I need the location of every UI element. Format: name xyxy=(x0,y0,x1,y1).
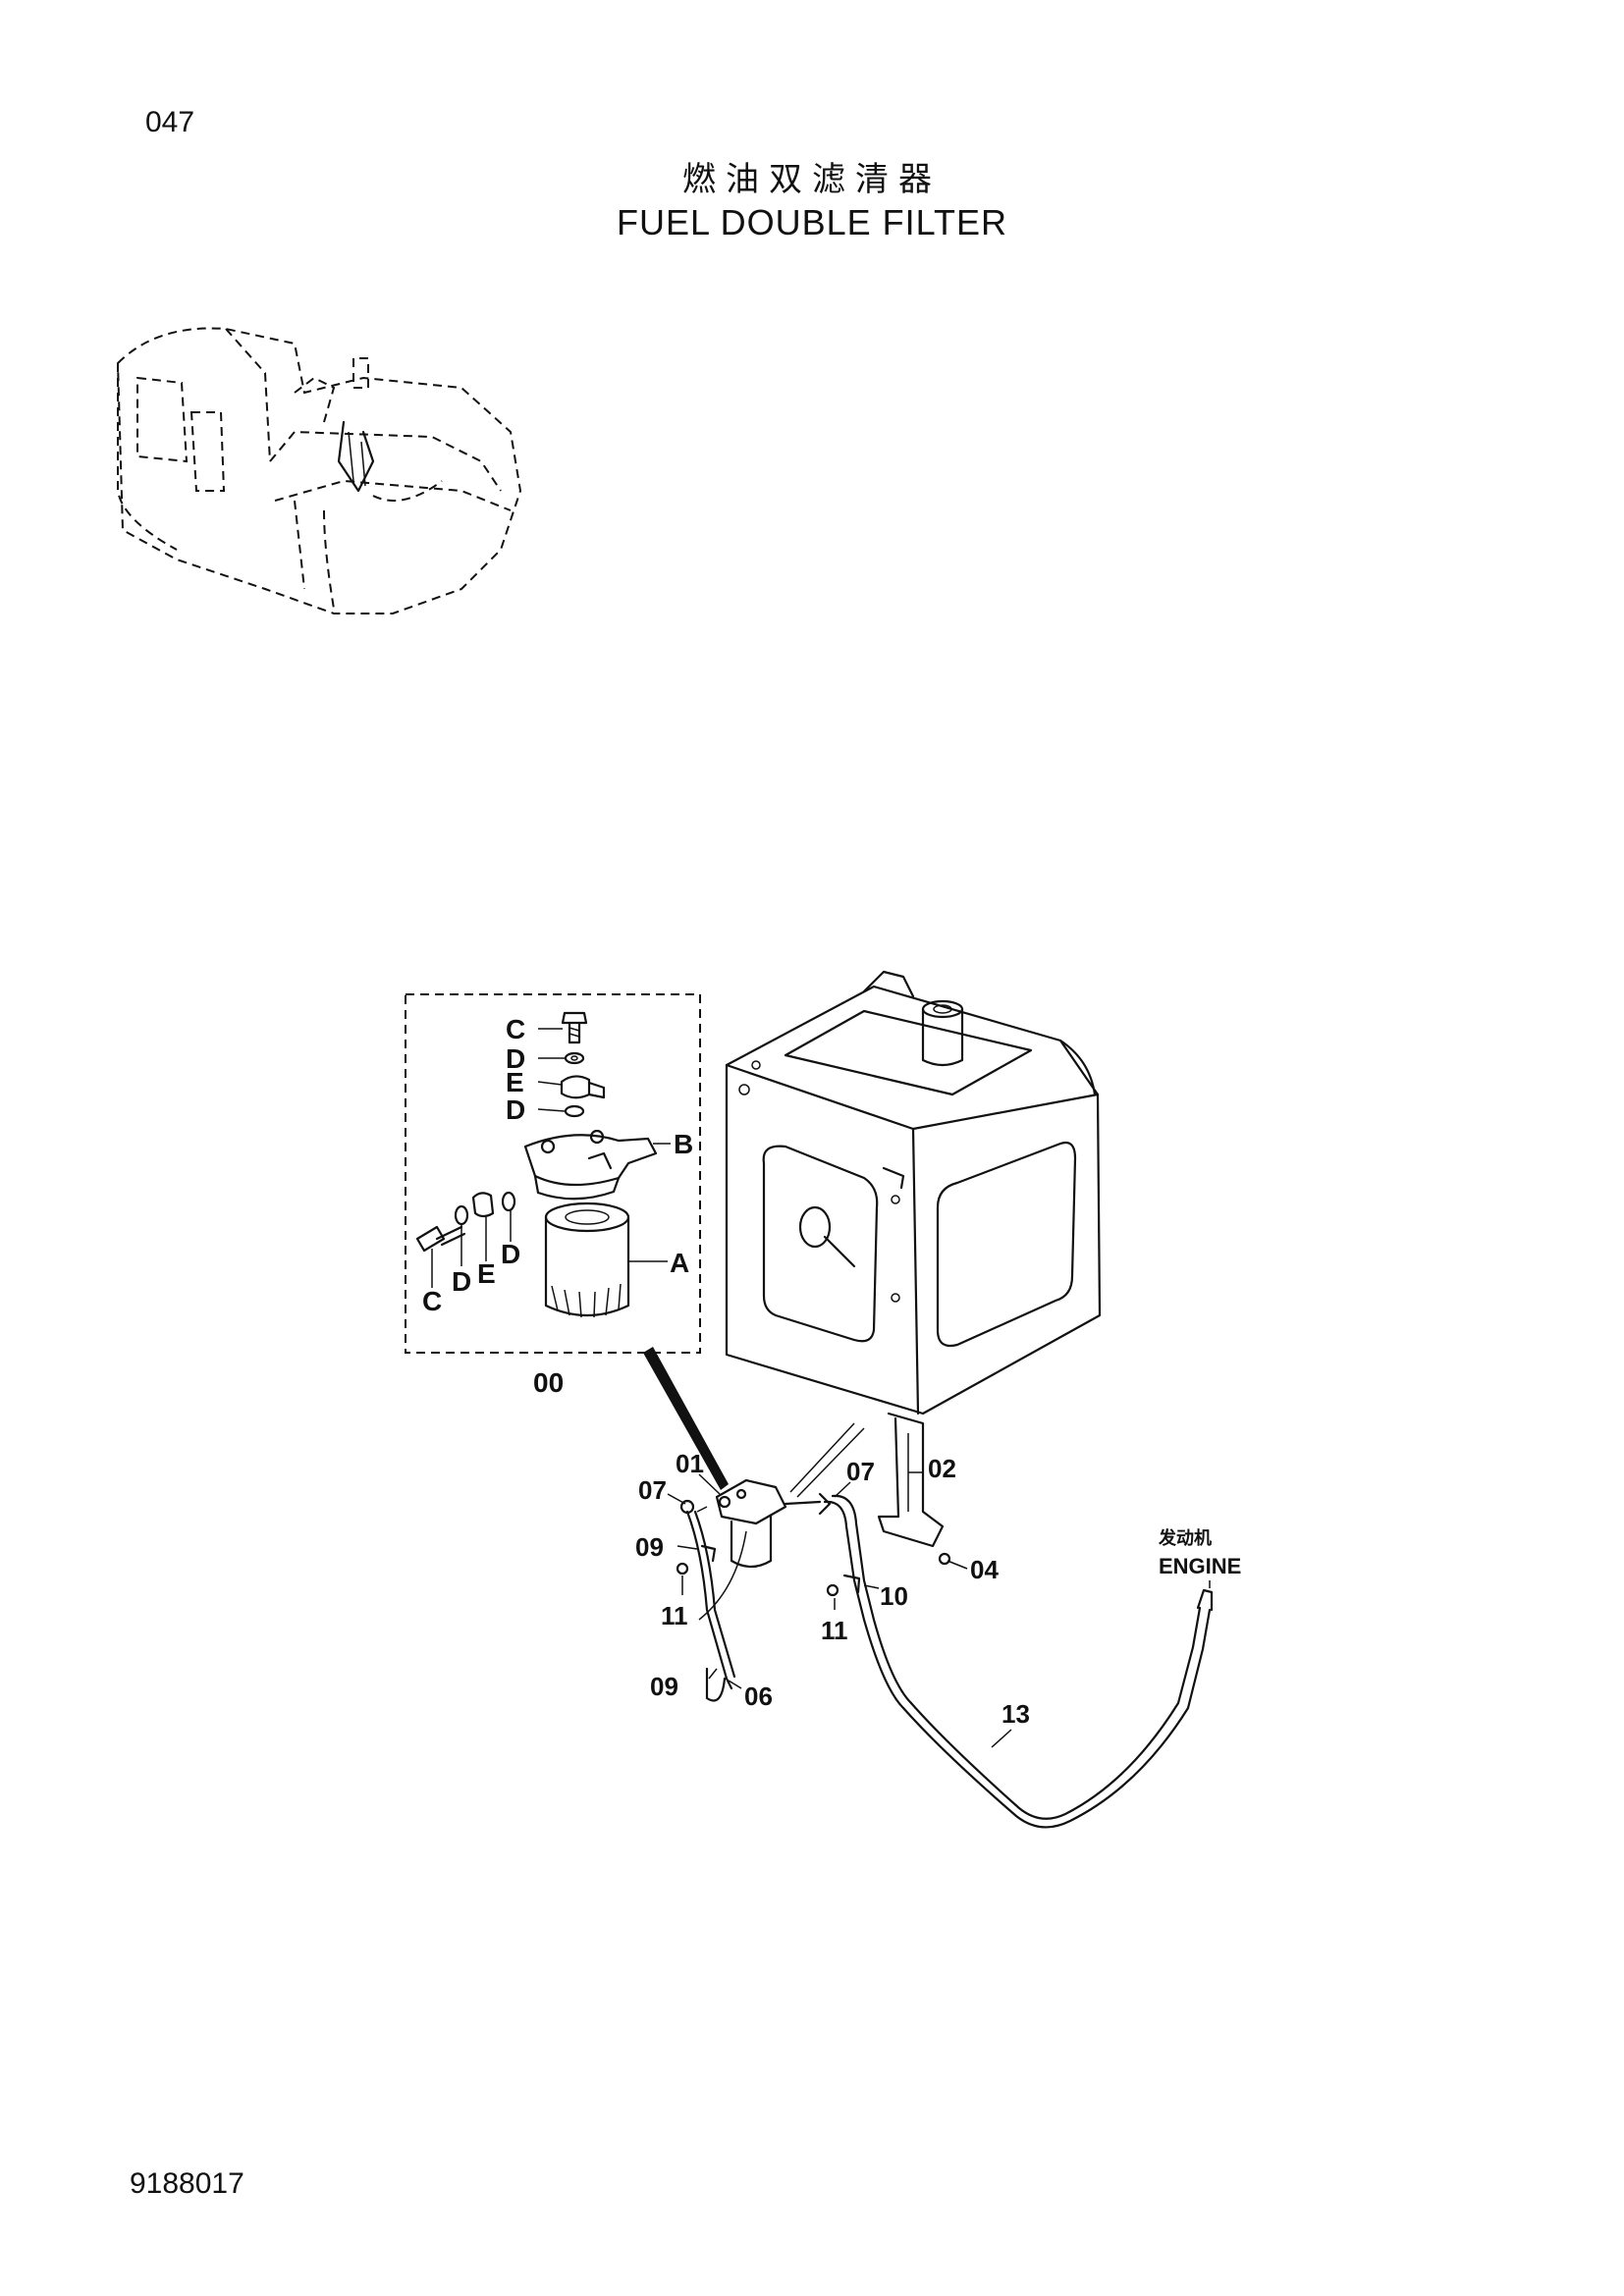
callout-11-right: 11 xyxy=(821,1616,848,1645)
callout-13: 13 xyxy=(1001,1699,1030,1729)
document-number: 9188017 xyxy=(130,2167,244,2200)
callout-c-top: C xyxy=(506,1014,525,1044)
callout-09-bottom: 09 xyxy=(650,1672,678,1701)
detail-parts xyxy=(415,1011,671,1318)
callout-e-bottom: E xyxy=(477,1258,496,1289)
callout-10: 10 xyxy=(880,1581,908,1611)
callout-leaders xyxy=(667,1471,1211,1748)
bracket-illustration xyxy=(789,1412,945,1548)
callout-02: 02 xyxy=(928,1454,956,1483)
callout-c-bottom: C xyxy=(422,1286,442,1316)
filter-assembly-illustration xyxy=(643,1347,832,1569)
callout-d-right: D xyxy=(501,1239,520,1269)
engine-label-cn: 发动机 xyxy=(1158,1527,1212,1548)
callout-01: 01 xyxy=(676,1449,704,1478)
callout-d-top: D xyxy=(506,1043,525,1074)
callout-assembly-00: 00 xyxy=(533,1367,564,1398)
fuel-tank-illustration xyxy=(725,970,1102,1415)
callout-d-mid: D xyxy=(506,1095,525,1125)
callout-d-bottom: D xyxy=(452,1266,471,1297)
engine-label-en: ENGINE xyxy=(1159,1554,1241,1578)
callout-06: 06 xyxy=(744,1682,773,1711)
callout-b: B xyxy=(674,1129,693,1159)
callout-07-left: 07 xyxy=(638,1475,667,1505)
callout-a: A xyxy=(670,1248,689,1278)
title-english: FUEL DOUBLE FILTER xyxy=(616,202,1008,242)
callout-07-right: 07 xyxy=(846,1457,875,1486)
machine-overview-illustration xyxy=(116,327,522,614)
callout-e-top: E xyxy=(506,1067,524,1097)
detail-box xyxy=(405,993,701,1354)
page-number: 047 xyxy=(145,106,195,138)
title-chinese: 燃油双滤清器 xyxy=(682,160,942,199)
callout-11-left: 11 xyxy=(661,1601,688,1630)
hose-lines xyxy=(676,1494,1214,1829)
callout-04: 04 xyxy=(970,1555,999,1584)
callout-09-top: 09 xyxy=(635,1532,664,1562)
